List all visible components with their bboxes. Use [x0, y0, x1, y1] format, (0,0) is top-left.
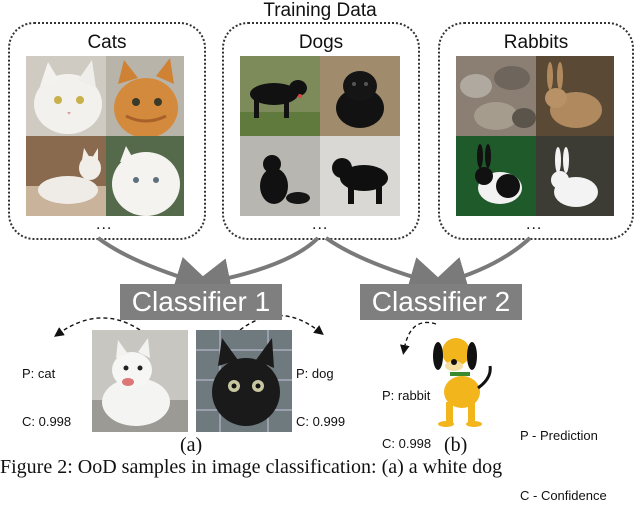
annotation-dog-confidence: C: 0.999 [296, 414, 346, 429]
arrow-dogs-to-classifier-2 [324, 236, 450, 296]
classifier-1-box: Classifier 1 [120, 284, 282, 320]
annotation-cat-prediction: P: cat [22, 366, 56, 381]
annotation-rabbit-confidence: C: 0.998 [382, 436, 432, 451]
annotation-dog: P: dog C: 0.999 [296, 334, 345, 446]
ood-photo-pluto-cartoon [416, 326, 498, 428]
dog-photo-black-puppy [320, 56, 400, 136]
training-data-title: Training Data [263, 0, 377, 21]
panel-label-a: (a) [180, 434, 203, 456]
annotation-rabbit-prediction: P: rabbit [382, 388, 431, 403]
cats-more-indicator: ... [96, 216, 113, 233]
cats-label: Cats [87, 32, 127, 53]
arrow-rabbits-to-classifier-2 [426, 236, 532, 296]
rabbit-photo-black-white [456, 136, 536, 216]
annotation-rabbit: P: rabbit C: 0.998 [382, 356, 431, 468]
rabbits-group-box [438, 22, 634, 240]
annotation-cat-confidence: C: 0.998 [22, 414, 72, 429]
dogs-label: Dogs [298, 32, 344, 53]
classifier-2-box: Classifier 2 [360, 284, 522, 320]
dogs-more-indicator: ... [312, 216, 329, 233]
rabbits-more-indicator: ... [526, 216, 543, 233]
dog-photo-black-lab-standing [240, 56, 320, 136]
cat-photo-fluffy-white [106, 136, 184, 216]
cat-photo-lying-white [26, 136, 106, 216]
dog-photo-black-puppy-standing [320, 136, 400, 216]
rabbits-label: Rabbits [503, 32, 569, 53]
cat-photo-white-face [26, 56, 106, 136]
rabbit-photo-rocks [456, 56, 536, 136]
rabbit-photo-brown [536, 56, 614, 136]
dog-photo-black-sitting [240, 136, 320, 216]
rabbit-photo-white [536, 136, 614, 216]
legend-confidence: C - Confidence [520, 488, 607, 503]
ood-photo-white-dog [92, 330, 188, 432]
legend-prediction: P - Prediction [520, 428, 598, 443]
annotation-cat: P: cat C: 0.998 [22, 334, 71, 446]
annotation-dog-prediction: P: dog [296, 366, 334, 381]
arrow-dogs-to-classifier-1 [190, 236, 320, 298]
arrow-cats-to-classifier-1 [96, 236, 216, 296]
dogs-group-box [222, 22, 420, 240]
cat-photo-orange [106, 56, 184, 136]
figure-caption: Figure 2: OoD samples in image classific… [0, 456, 503, 478]
ood-photo-black-kitten [196, 330, 292, 432]
panel-label-b: (b) [444, 434, 468, 456]
